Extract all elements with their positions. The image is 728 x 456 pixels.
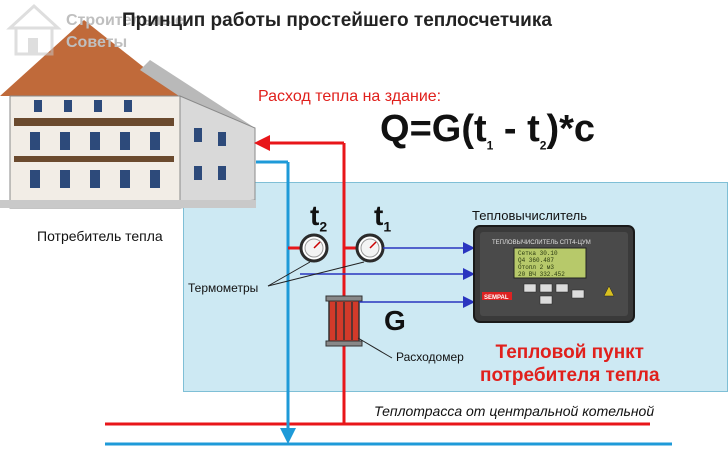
t1-letter: t xyxy=(374,200,384,231)
heat-calculator-device: ТЕПЛОВЫЧИСЛИТЕЛЬ СПТ4-ЦУМ Сетка 30.10 Q4… xyxy=(473,225,635,323)
heat-point-label: Тепловой пункт потребителя тепла xyxy=(480,342,660,388)
heat-point-line-1: Тепловой пункт xyxy=(495,342,644,363)
formula-minus: - xyxy=(493,108,528,150)
formula-close: )*c xyxy=(546,108,596,150)
device-screen-line-4: 20 ВЧ 332.452 xyxy=(518,271,565,278)
flowmeter-icon xyxy=(325,295,363,347)
formula-sub-2: 2 xyxy=(539,138,547,153)
cold-arrow-icon xyxy=(280,428,296,444)
watermark-logo xyxy=(4,2,204,62)
t1-sub: 1 xyxy=(383,218,392,235)
formula: Q=G(t1 - t2)*c xyxy=(380,108,595,153)
thermometer-t2-icon xyxy=(299,233,329,263)
device-brand: SEMPAL xyxy=(484,295,509,301)
flowmeter-label: Расходомер xyxy=(396,350,464,364)
thermometer-t1-icon xyxy=(355,233,385,263)
device-screen-line-2: Q4 360.487 xyxy=(518,257,554,264)
t2-label: t2 xyxy=(310,200,327,235)
thermometers-label: Термометры xyxy=(188,281,259,295)
device-screen-line-3: Отопл 2 м3 xyxy=(518,264,554,271)
formula-open: ( xyxy=(461,108,474,150)
house-logo-icon xyxy=(6,3,62,56)
consumer-label: Потребитель тепла xyxy=(37,228,163,244)
page-title: Принцип работы простейшего теплосчетчика xyxy=(122,10,552,31)
watermark-line-1: Строительные xyxy=(66,12,184,29)
t2-sub: 2 xyxy=(319,218,328,235)
heat-point-zone xyxy=(183,182,728,392)
t1-label: t1 xyxy=(374,200,391,235)
calculator-label: Тепловычислитель xyxy=(472,208,588,223)
g-label: G xyxy=(384,305,406,336)
hot-arrow-icon xyxy=(254,135,270,151)
signal-lines xyxy=(300,242,475,308)
t2-letter: t xyxy=(310,200,320,231)
route-label: Теплотрасса от центральной котельной xyxy=(374,403,655,419)
flowmeter-pointer xyxy=(357,337,393,359)
formula-t2: t xyxy=(527,108,540,150)
formula-t1: t xyxy=(473,108,487,150)
watermark-line-2: Советы xyxy=(66,34,128,51)
device-screen-line-1: Сетка 30.10 xyxy=(518,250,558,257)
cold-pipe xyxy=(105,160,672,446)
formula-eq: = xyxy=(409,108,432,150)
device-header: ТЕПЛОВЫЧИСЛИТЕЛЬ СПТ4-ЦУМ xyxy=(492,240,591,246)
building-icon xyxy=(0,20,256,209)
formula-q: Q xyxy=(380,108,410,150)
thermometer-pointers xyxy=(267,261,365,287)
hot-pipe xyxy=(105,141,650,426)
heat-point-line-2: потребителя тепла xyxy=(480,364,660,386)
formula-g: G xyxy=(431,108,462,150)
formula-sub-1: 1 xyxy=(486,138,494,153)
flow-label: Расход тепла на здание: xyxy=(258,88,442,105)
